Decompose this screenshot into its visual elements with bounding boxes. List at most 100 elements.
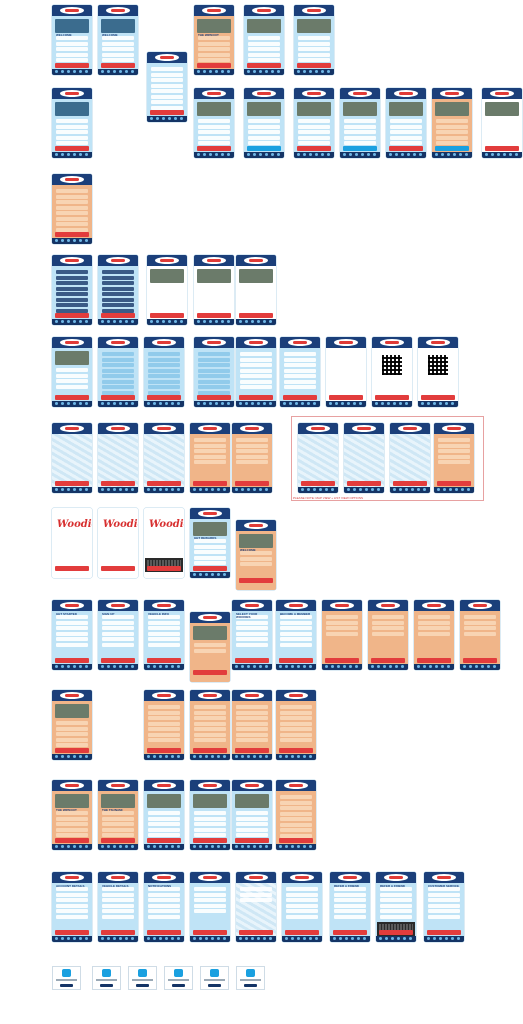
- nav-icon[interactable]: [435, 665, 438, 668]
- phone-screen[interactable]: [322, 600, 362, 670]
- nav-icon[interactable]: [457, 937, 460, 940]
- content-row[interactable]: [236, 738, 268, 742]
- nav-icon[interactable]: [265, 488, 268, 491]
- nav-icon[interactable]: [365, 488, 368, 491]
- bottom-nav[interactable]: [194, 401, 234, 407]
- card-button[interactable]: [208, 984, 221, 987]
- content-row[interactable]: [102, 303, 134, 307]
- nav-icon[interactable]: [265, 845, 268, 848]
- nav-icon[interactable]: [85, 70, 88, 73]
- content-row[interactable]: [486, 130, 518, 134]
- nav-icon[interactable]: [101, 845, 104, 848]
- content-row[interactable]: [56, 194, 88, 199]
- nav-icon[interactable]: [453, 153, 456, 156]
- content-row[interactable]: [248, 41, 280, 46]
- content-row[interactable]: [280, 642, 312, 647]
- phone-screen[interactable]: [280, 337, 320, 407]
- nav-icon[interactable]: [313, 402, 316, 405]
- nav-icon[interactable]: [165, 665, 168, 668]
- primary-button[interactable]: [333, 930, 367, 935]
- content-row[interactable]: [464, 626, 496, 630]
- content-row[interactable]: [464, 631, 496, 636]
- nav-icon[interactable]: [347, 402, 350, 405]
- nav-icon[interactable]: [321, 153, 324, 156]
- nav-icon[interactable]: [393, 488, 396, 491]
- bottom-nav[interactable]: [190, 487, 230, 493]
- phone-screen[interactable]: [52, 423, 92, 493]
- nav-icon[interactable]: [361, 153, 364, 156]
- content-row[interactable]: [380, 892, 412, 897]
- content-row[interactable]: [326, 626, 358, 630]
- content-row[interactable]: [236, 710, 268, 715]
- content-row[interactable]: [334, 909, 366, 913]
- phone-screen[interactable]: VEHICLE INFO: [144, 600, 184, 670]
- content-row[interactable]: [148, 368, 180, 373]
- content-row[interactable]: [102, 52, 134, 57]
- nav-icon[interactable]: [441, 153, 444, 156]
- content-row[interactable]: [240, 357, 272, 362]
- content-row[interactable]: [280, 811, 312, 816]
- content-row[interactable]: [436, 130, 468, 134]
- nav-icon[interactable]: [61, 488, 64, 491]
- content-row[interactable]: [148, 716, 180, 720]
- nav-icon[interactable]: [235, 845, 238, 848]
- nav-icon[interactable]: [79, 755, 82, 758]
- phone-screen[interactable]: [236, 255, 276, 325]
- nav-icon[interactable]: [227, 402, 230, 405]
- phone-screen[interactable]: [98, 255, 138, 325]
- content-row[interactable]: [248, 141, 280, 145]
- nav-icon[interactable]: [79, 153, 82, 156]
- bottom-nav[interactable]: [52, 664, 92, 670]
- nav-icon[interactable]: [297, 755, 300, 758]
- phone-screen[interactable]: [144, 690, 184, 760]
- content-row[interactable]: [240, 898, 272, 902]
- nav-icon[interactable]: [301, 402, 304, 405]
- nav-icon[interactable]: [107, 402, 110, 405]
- nav-icon[interactable]: [289, 402, 292, 405]
- content-row[interactable]: [236, 637, 268, 641]
- bottom-nav[interactable]: [368, 664, 408, 670]
- nav-icon[interactable]: [279, 755, 282, 758]
- nav-icon[interactable]: [463, 665, 466, 668]
- bottom-nav[interactable]: [344, 487, 384, 493]
- nav-icon[interactable]: [153, 665, 156, 668]
- nav-icon[interactable]: [309, 937, 312, 940]
- content-row[interactable]: [194, 449, 226, 453]
- nav-icon[interactable]: [327, 153, 330, 156]
- nav-icon[interactable]: [199, 845, 202, 848]
- nav-icon[interactable]: [433, 937, 436, 940]
- phone-screen[interactable]: VEHICLE DETAILS: [98, 872, 138, 942]
- nav-icon[interactable]: [147, 755, 150, 758]
- nav-icon[interactable]: [449, 488, 452, 491]
- nav-icon[interactable]: [67, 755, 70, 758]
- content-row[interactable]: [194, 887, 226, 891]
- nav-icon[interactable]: [193, 573, 196, 576]
- primary-button[interactable]: [301, 481, 335, 486]
- nav-icon[interactable]: [285, 755, 288, 758]
- content-row[interactable]: [102, 363, 134, 367]
- primary-button[interactable]: [55, 930, 89, 935]
- nav-icon[interactable]: [79, 937, 82, 940]
- content-row[interactable]: [248, 36, 280, 40]
- bottom-nav[interactable]: [190, 572, 230, 578]
- nav-icon[interactable]: [177, 845, 180, 848]
- nav-icon[interactable]: [515, 153, 518, 156]
- nav-icon[interactable]: [193, 488, 196, 491]
- primary-button[interactable]: [279, 658, 313, 663]
- nav-icon[interactable]: [269, 937, 272, 940]
- content-row[interactable]: [298, 41, 330, 46]
- card-button[interactable]: [172, 984, 185, 987]
- nav-icon[interactable]: [265, 755, 268, 758]
- bottom-nav[interactable]: [194, 152, 234, 158]
- nav-icon[interactable]: [263, 320, 266, 323]
- content-row[interactable]: [198, 379, 230, 384]
- content-row[interactable]: [240, 551, 272, 555]
- content-row[interactable]: [438, 460, 470, 464]
- content-row[interactable]: [240, 556, 272, 561]
- nav-icon[interactable]: [101, 488, 104, 491]
- nav-icon[interactable]: [177, 665, 180, 668]
- nav-icon[interactable]: [279, 665, 282, 668]
- nav-icon[interactable]: [291, 665, 294, 668]
- primary-button[interactable]: [55, 748, 89, 753]
- content-row[interactable]: [194, 443, 226, 448]
